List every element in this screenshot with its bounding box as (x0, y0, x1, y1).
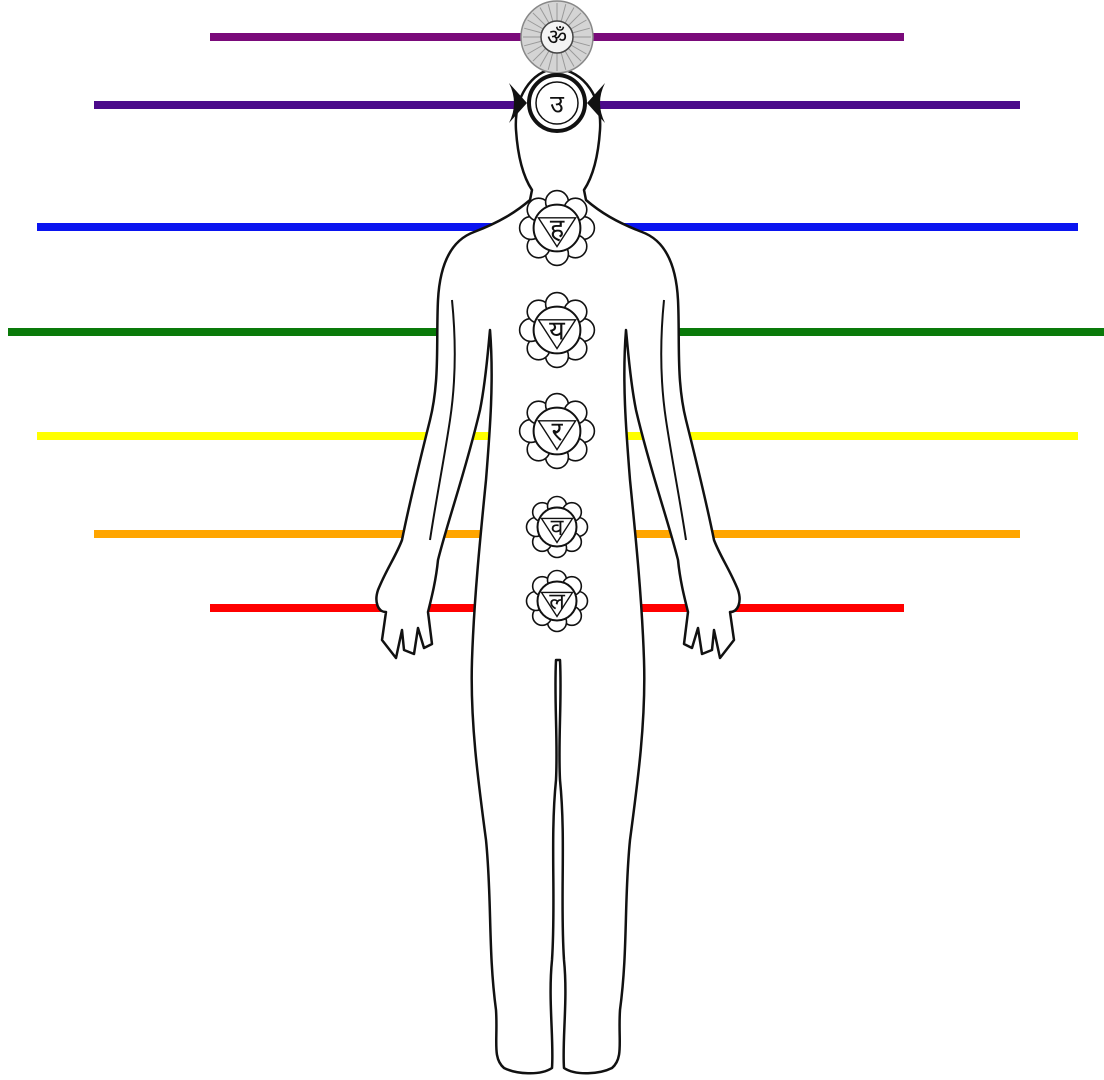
chakra-glyph-third-eye: उ (550, 90, 565, 119)
chakra-symbol-throat: ह (520, 191, 595, 266)
chakra-glyph-throat: ह (550, 214, 565, 245)
chakra-symbol-sacral: व (527, 497, 588, 558)
chakra-symbol-crown: ॐ (521, 1, 593, 73)
chakra-symbol-solar-plexus: र (520, 394, 595, 469)
chakra-glyph-heart: य (549, 316, 566, 347)
chakra-glyph-solar-plexus: र (551, 417, 563, 448)
chakra-glyph-sacral: व (551, 515, 565, 541)
chakra-symbol-root: ल (527, 571, 588, 632)
chakra-glyph-crown: ॐ (547, 26, 567, 51)
chakra-glyph-root: ल (549, 589, 565, 615)
chakra-symbol-heart: य (520, 293, 595, 368)
